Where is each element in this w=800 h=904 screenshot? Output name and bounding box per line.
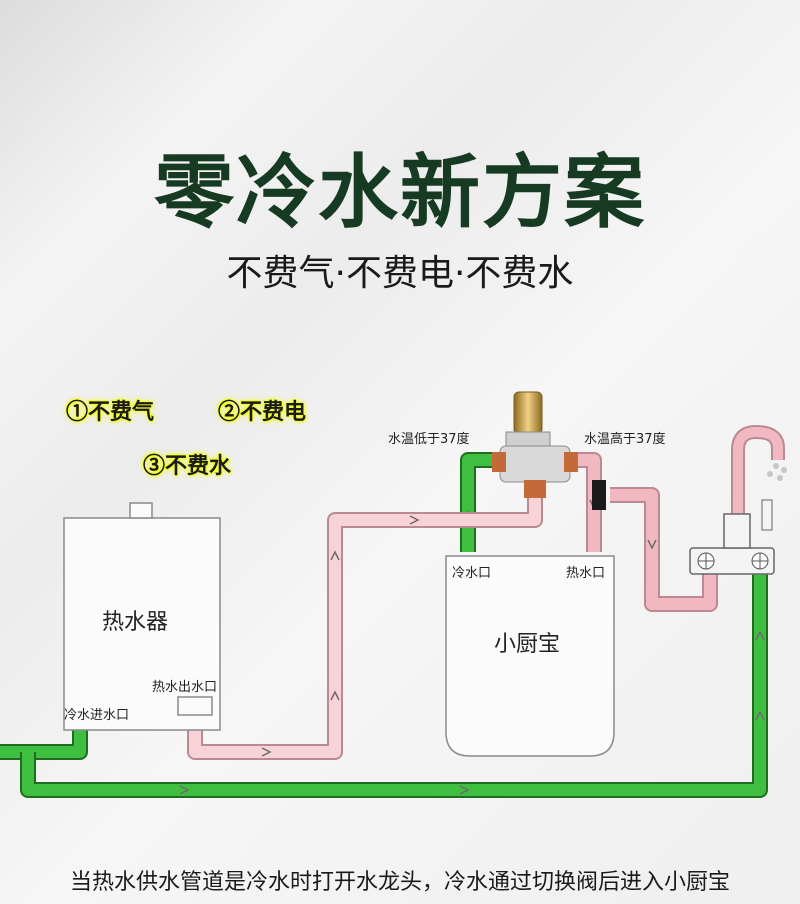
mixing-valve-icon (492, 391, 578, 498)
label-kitchen-cold: 冷水口 (452, 566, 492, 581)
page-subtitle: 不费气·不费电·不费水 (226, 253, 574, 294)
kitchen-heater-tank (445, 555, 615, 757)
hot-flow-arrows (261, 499, 657, 757)
faucet-icon (689, 463, 787, 575)
water-heater (63, 502, 221, 731)
label-temp-high: 水温高于37度 (584, 432, 666, 447)
badge-no-gas: ①不费气 (66, 399, 155, 425)
label-heater-cold-in: 冷水进水口 (64, 708, 130, 723)
label-kitchen-hot: 热水口 (566, 566, 606, 581)
label-temp-low: 水温低于37度 (388, 432, 470, 447)
page-title: 零冷水新方案 (154, 146, 646, 239)
label-heater-hot-out: 热水出水口 (152, 680, 218, 695)
badge-no-electricity: ②不费电 (218, 399, 307, 425)
tee-connector-icon (592, 480, 606, 510)
badge-no-water-waste: ③不费水 (143, 453, 232, 479)
label-kitchen-heater: 小厨宝 (494, 632, 561, 657)
label-water-heater: 热水器 (102, 610, 169, 635)
hot-water-pipes (187, 425, 785, 760)
caption: 当热水供水管道是冷水时打开水龙头，冷水通过切换阀后进入小厨宝 (69, 870, 730, 895)
